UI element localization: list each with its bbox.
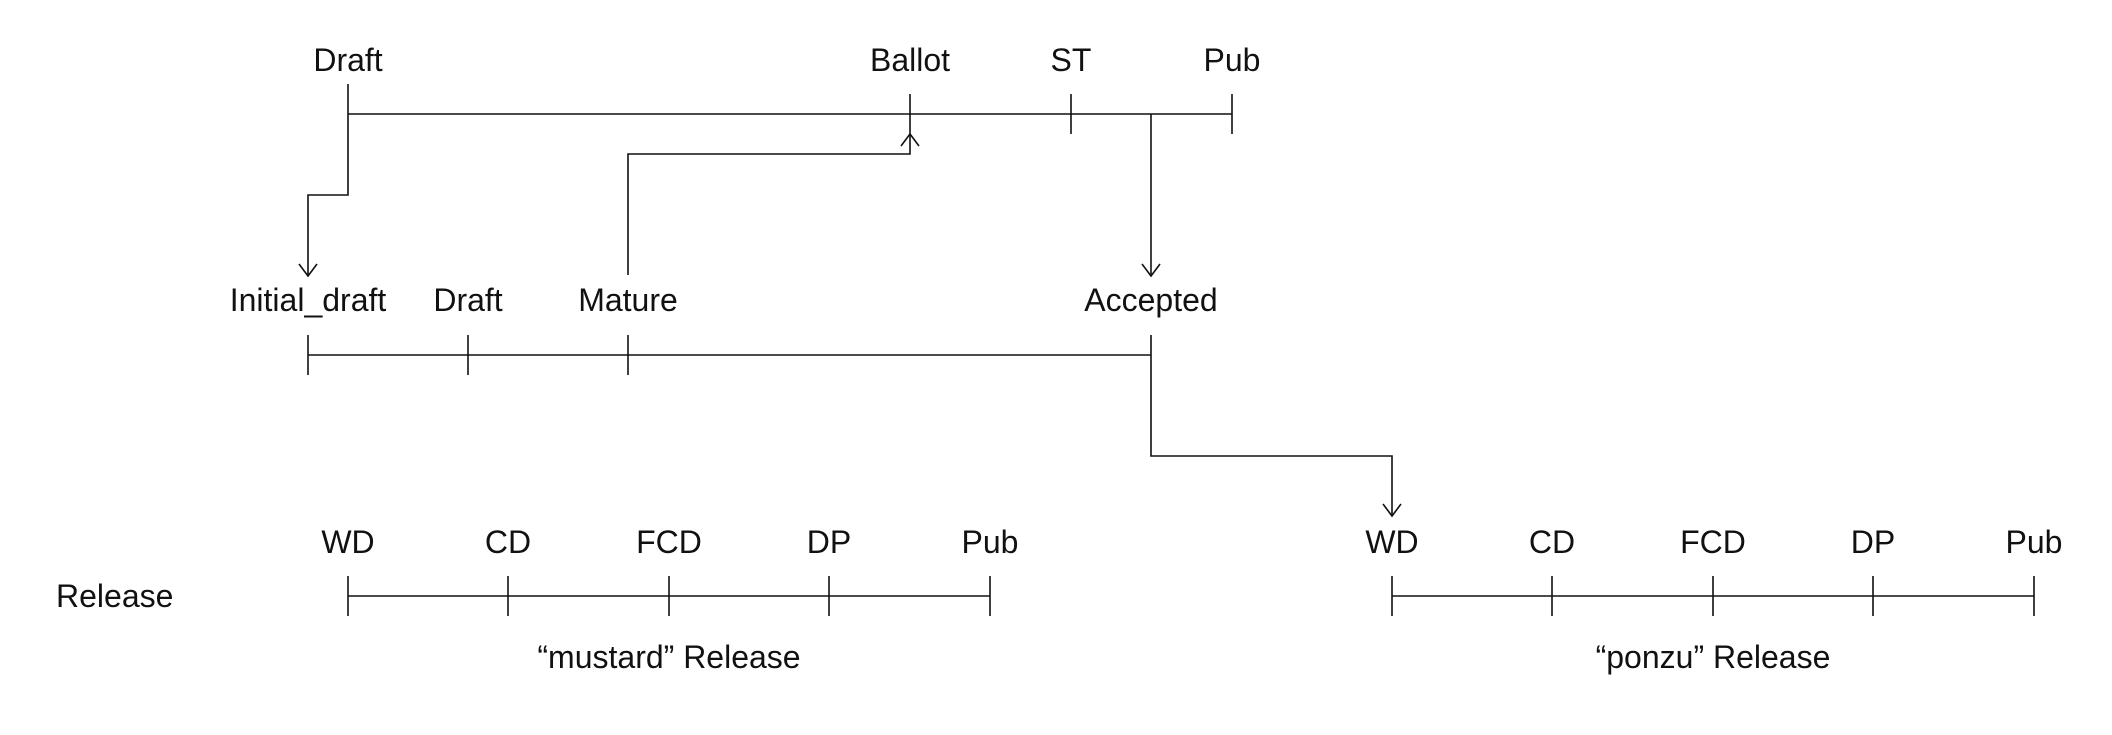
label-ponzu-fcd: FCD xyxy=(1680,524,1746,560)
label-mid-draft: Draft xyxy=(433,282,503,318)
connector-mature-to-ballot xyxy=(627,134,911,275)
label-mustard-wd: WD xyxy=(321,524,375,560)
label-release-row: Release xyxy=(56,578,174,614)
label-ponzu-dp: DP xyxy=(1850,524,1896,560)
label-mustard-pub: Pub xyxy=(961,524,1019,560)
arrowhead-initial-draft xyxy=(298,263,318,278)
label-top-draft: Draft xyxy=(313,42,383,78)
label-mid-accepted: Accepted xyxy=(1084,282,1218,318)
label-mustard-cd: CD xyxy=(484,524,532,560)
label-ponzu-cd: CD xyxy=(1528,524,1576,560)
arrowhead-ponzu-wd xyxy=(1382,503,1402,518)
label-mustard-fcd: FCD xyxy=(636,524,702,560)
label-top-st: ST xyxy=(1050,42,1092,78)
connector-accepted-to-ponzu-wd xyxy=(1150,335,1393,516)
arrowhead-ballot xyxy=(900,132,920,147)
label-mustard-release-name: “mustard” Release xyxy=(537,639,801,675)
label-top-ballot: Ballot xyxy=(869,42,951,78)
label-top-pub: Pub xyxy=(1203,42,1261,78)
label-mid-initial-draft: Initial_draft xyxy=(229,282,387,318)
arrowhead-accepted xyxy=(1141,263,1161,278)
label-ponzu-pub: Pub xyxy=(2005,524,2063,560)
label-ponzu-wd: WD xyxy=(1365,524,1419,560)
label-mid-mature: Mature xyxy=(578,282,678,318)
label-mustard-dp: DP xyxy=(806,524,852,560)
connector-draft-to-initial xyxy=(307,114,349,275)
label-ponzu-release-name: “ponzu” Release xyxy=(1595,639,1831,675)
